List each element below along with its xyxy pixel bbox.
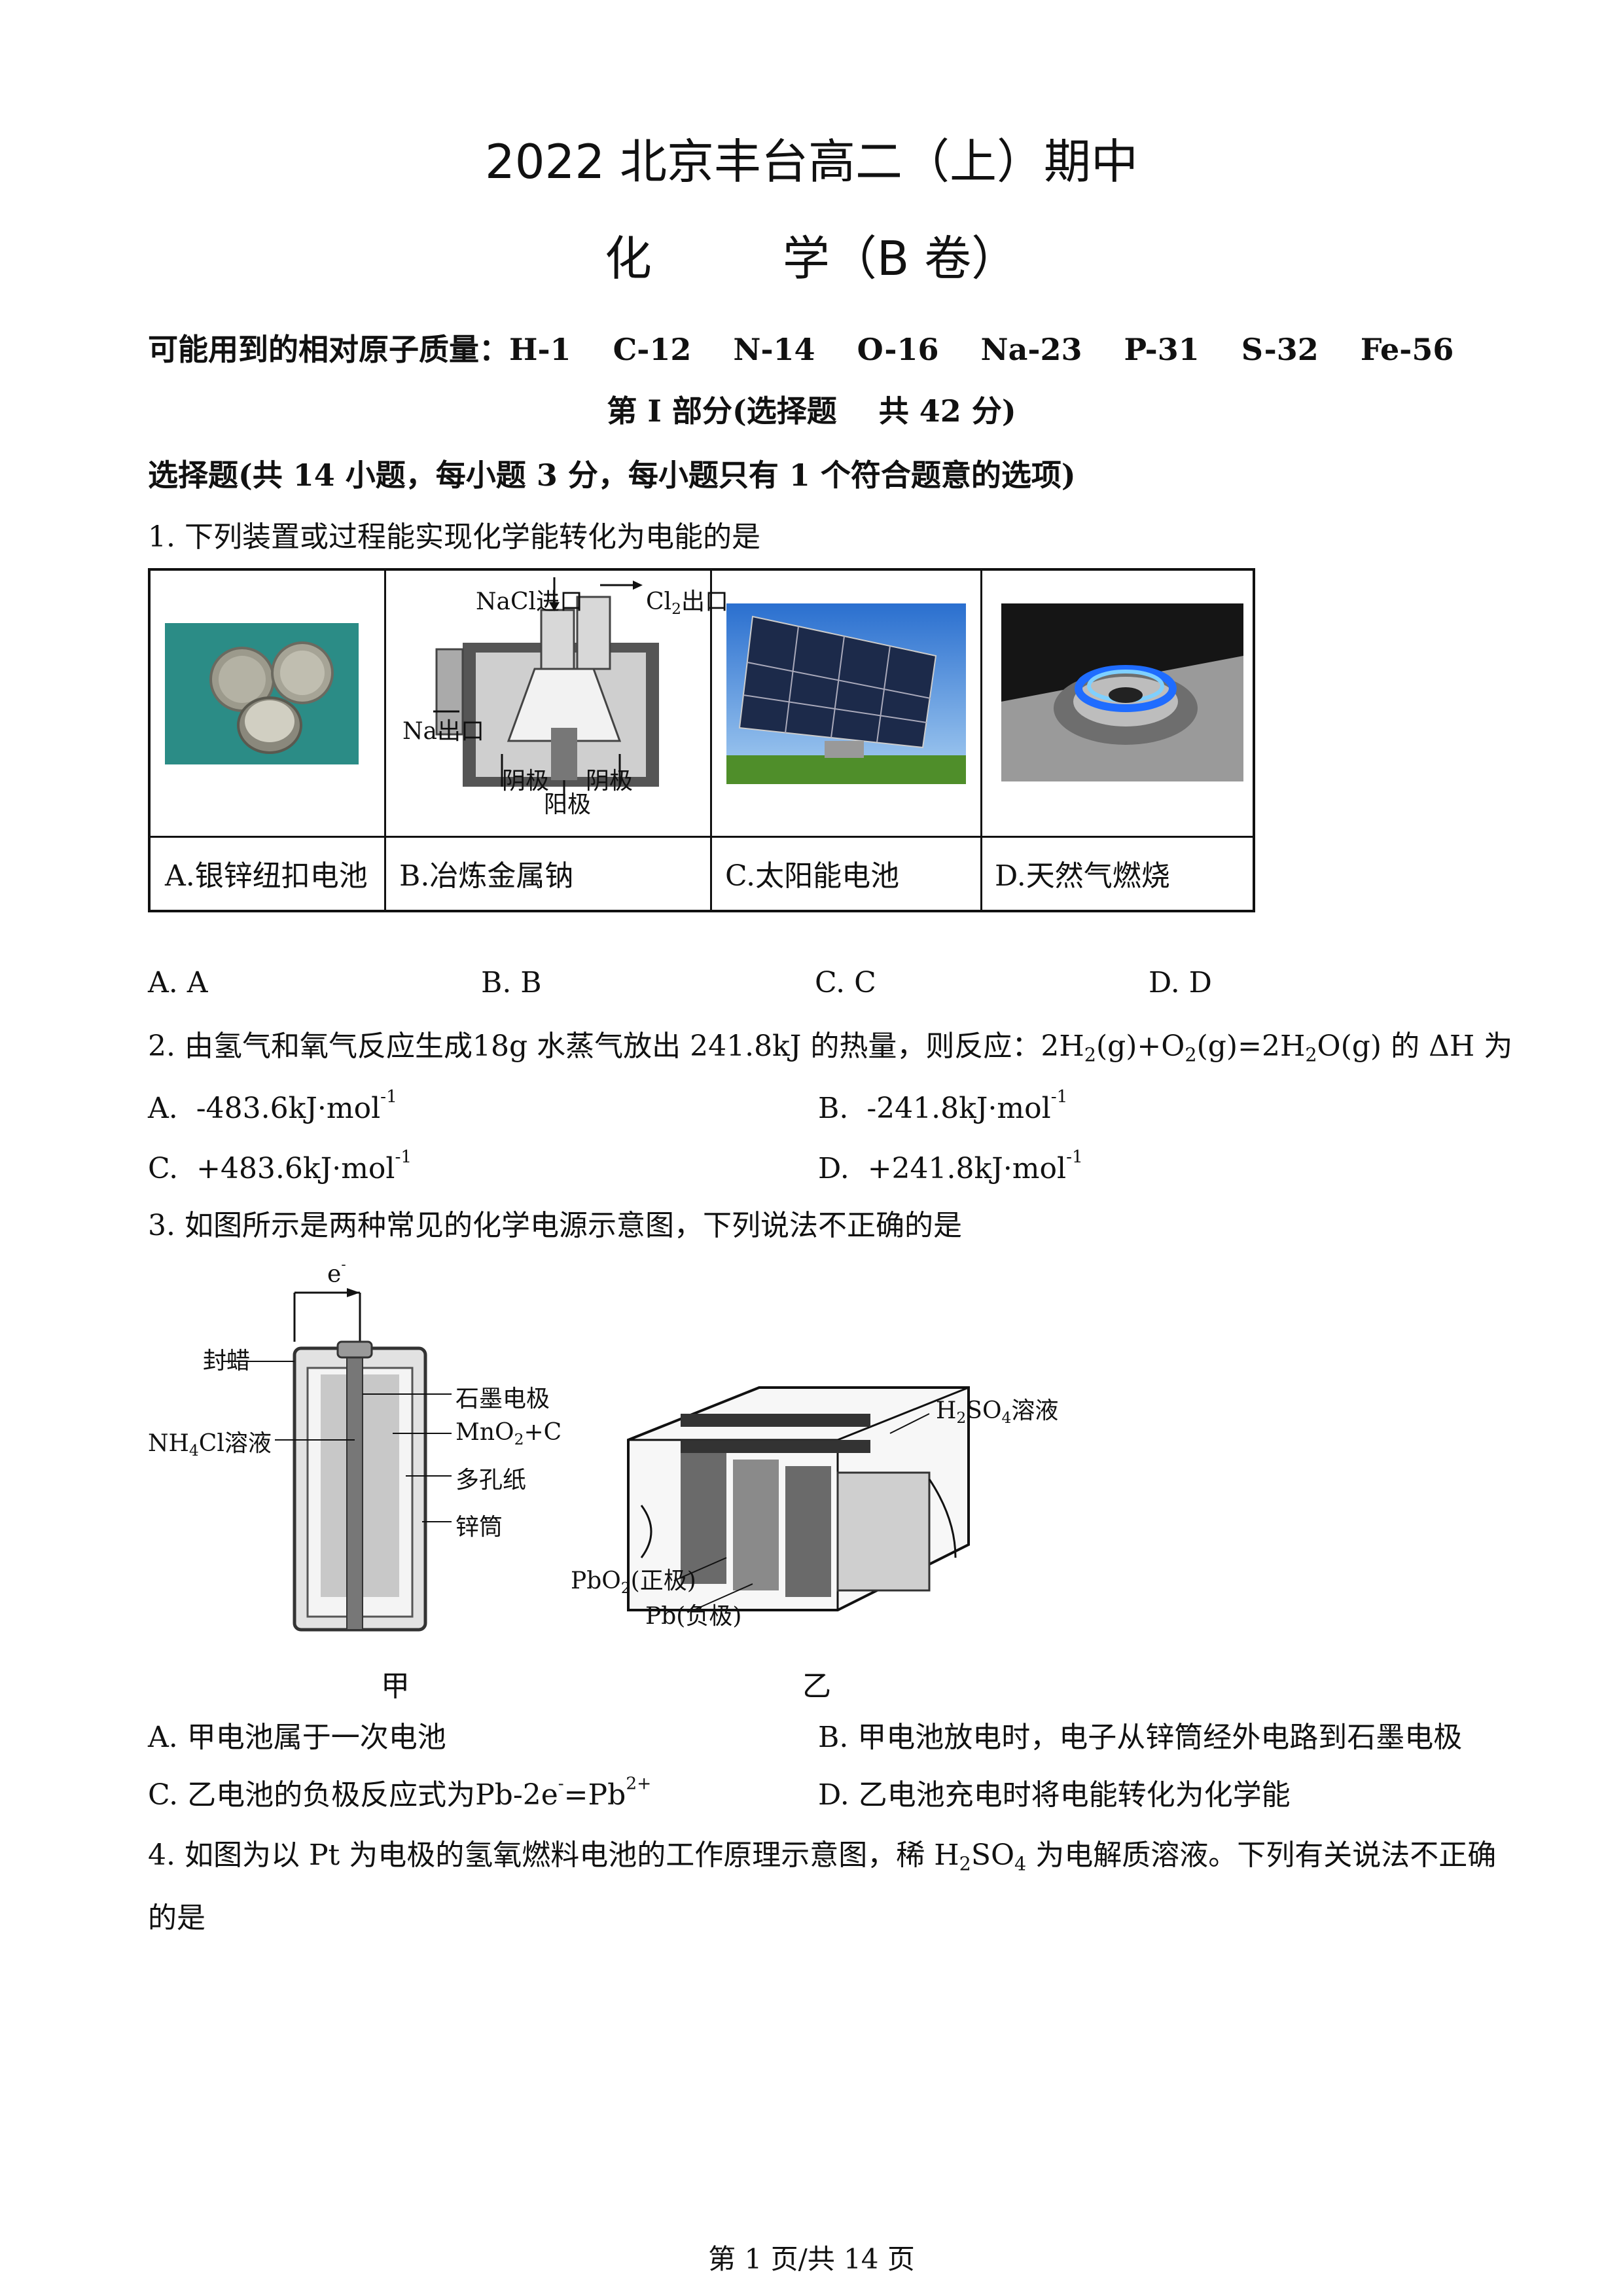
q1-stem: 1. 下列装置或过程能实现化学能转化为电能的是 (148, 520, 760, 554)
gas-burner-image (1001, 603, 1243, 781)
h2so4-label: H2SO4溶液 (936, 1397, 1059, 1427)
q3-option-b: B. 甲电池放电时，电子从锌筒经外电路到石墨电极 (818, 1721, 1463, 1754)
graphite-label: 石墨电极 (455, 1386, 550, 1412)
q2-equation: 2H2(g)+O2(g)=2H2O(g) (1041, 1030, 1382, 1066)
dry-cell-figure: e- 封蜡 NH4Cl溶液 石墨电极 MnO2+C 多孔纸 锌筒 (144, 1257, 602, 1662)
q3-option-a: A. 甲电池属于一次电池 (148, 1721, 446, 1754)
label-anode: 阳极 (544, 791, 592, 818)
fig-yi-caption: 乙 (802, 1670, 831, 1703)
zinc-label: 锌筒 (455, 1514, 503, 1541)
lead-acid-figure: H2SO4溶液 PbO2(正极) Pb(负极) (563, 1361, 1152, 1649)
q3-option-c: C. 乙电池的负极反应式为Pb-2e-=Pb2+ (148, 1773, 652, 1812)
label-cathode-right: 阴极 (586, 768, 633, 795)
fig-jia-caption: 甲 (381, 1670, 410, 1703)
wax-label: 封蜡 (203, 1348, 251, 1374)
exam-title: 2022 北京丰台高二（上）期中 (484, 134, 1139, 189)
q3-stem: 3. 如图所示是两种常见的化学电源示意图，下列说法不正确的是 (148, 1209, 962, 1242)
subject-title: 化 学（B 卷） (0, 220, 1623, 289)
electrolysis-diagram: NaCl进口 Cl2出口 Na出口 阴极 阴极 阳极 (384, 571, 728, 836)
q3-option-d: D. 乙电池充电时将电能转化为化学能 (818, 1778, 1291, 1812)
electron-label: e- (327, 1257, 346, 1288)
q4-stem-line1: 4. 如图为以 Pt 为电极的氢氧燃料电池的工作原理示意图，稀 H2SO4 为电… (148, 1839, 1497, 1875)
nh4cl-label: NH4Cl溶液 (148, 1430, 272, 1460)
q2-option-b: B. -241.8kJ·mol-1 (818, 1086, 1068, 1125)
subject-char-1: 化 (604, 231, 652, 286)
q1-option-a: A. A (148, 966, 208, 999)
label-nacl-in: NaCl进口 (476, 588, 584, 615)
atomic-masses: 可能用到的相对原子质量：H-1 C-12 N-14 O-16 Na-23 P-3… (148, 332, 1454, 367)
pb-label: Pb(负极) (645, 1603, 742, 1630)
subject-char-2: 学（B 卷） (782, 231, 1019, 286)
label-cl2-out: Cl2出口 (646, 588, 728, 619)
q2-option-c: C. +483.6kJ·mol-1 (148, 1147, 412, 1185)
paper-label: 多孔纸 (455, 1467, 527, 1494)
pbo2-label: PbO2(正极) (571, 1568, 696, 1598)
q2-option-d: D. +241.8kJ·mol-1 (818, 1147, 1083, 1185)
label-cathode-left: 阴极 (502, 768, 550, 795)
mno2-label: MnO2+C (455, 1419, 562, 1449)
q2-stem: 2. 由氢气和氧气反应生成18g 水蒸气放出 241.8kJ 的热量，则反应：2… (148, 1030, 1513, 1066)
q1-table: NaCl进口 Cl2出口 Na出口 阴极 阴极 阳极 A.银锌纽扣电池 B.冶 (148, 568, 1255, 912)
button-battery-image (165, 623, 359, 764)
section-heading: 选择题(共 14 小题，每小题 3 分，每小题只有 1 个符合题意的选项) (148, 457, 1076, 493)
q4-stem-line2: 的是 (148, 1901, 205, 1935)
solar-panel-image (726, 603, 966, 784)
q1-cell-b-label: B.冶炼金属钠 (399, 859, 574, 893)
q1-option-d: D. D (1149, 966, 1212, 999)
q2-option-a: A. -483.6kJ·mol-1 (148, 1086, 397, 1125)
q1-cell-d-label: D.天然气燃烧 (995, 859, 1170, 893)
q1-cell-c-label: C.太阳能电池 (725, 859, 900, 893)
q1-option-b: B. B (481, 966, 542, 999)
q1-option-c: C. C (815, 966, 876, 999)
q1-cell-a-label: A.银锌纽扣电池 (165, 859, 368, 893)
label-na-out: Na出口 (402, 718, 484, 745)
part1-title: 第 I 部分(选择题 共 42 分) (607, 393, 1016, 429)
page-footer: 第 1 页/共 14 页 (708, 2243, 915, 2275)
